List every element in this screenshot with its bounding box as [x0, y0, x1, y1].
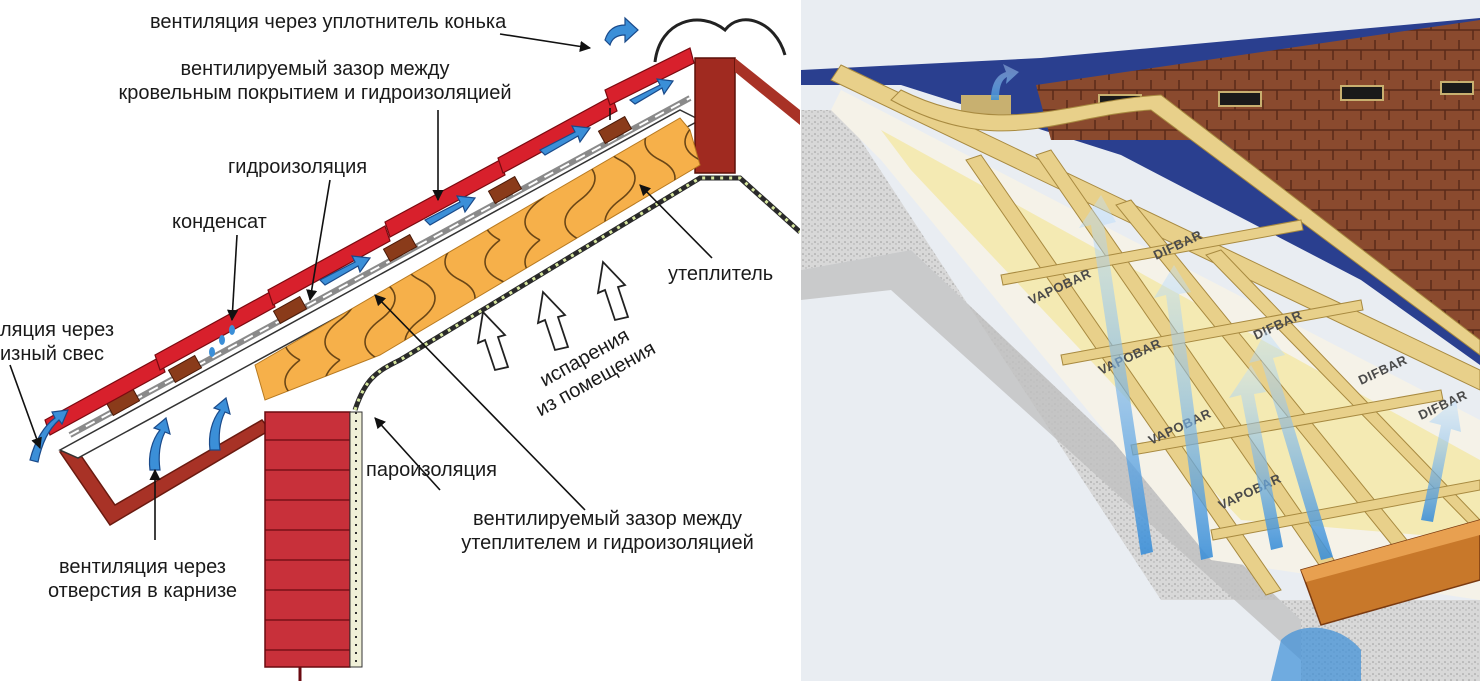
label-cornice-vent: вентиляция через отверстия в карнизе: [20, 555, 265, 603]
condensate-drops: [209, 325, 235, 357]
roof-3d-illustration: DIFBAR DIFBAR DIFBAR DIFBAR VAPOBAR VAPO…: [801, 0, 1480, 681]
brick-wall: [264, 411, 363, 681]
label-waterproofing: гидроизоляция: [228, 156, 368, 178]
label-gap-roof-waterproof-line1: вентилируемый зазор между: [180, 58, 450, 80]
leader-lines: [9, 33, 713, 540]
label-insulation: утеплитель: [668, 263, 774, 285]
airflow-arrows-3d: [991, 64, 1461, 560]
label-ridge-vent: вентиляция через уплотнитель конька: [150, 11, 507, 33]
roof-section-drawing: [9, 16, 800, 681]
foam-board: [801, 110, 1480, 681]
label-cornice-vent-line1: вентиляция через: [59, 556, 226, 578]
label-condensate: конденсат: [172, 211, 267, 233]
label-eave-vent-line2: изный свес: [0, 343, 105, 365]
battens: [105, 115, 633, 417]
airflow-arrows: [29, 16, 675, 471]
label-gap-insulation-waterproof-line2: утеплителем и гидроизоляцией: [461, 532, 754, 554]
label-eave-vent-line1: ляция через: [0, 319, 115, 341]
label-gap-roof-waterproof: вентилируемый зазор между кровельным пок…: [60, 57, 570, 105]
label-vapor-barrier: пароизоляция: [366, 459, 497, 481]
label-gap-roof-waterproof-line2: кровельным покрытием и гидроизоляцией: [118, 82, 512, 104]
label-cornice-vent-line2: отверстия в карнизе: [47, 580, 238, 602]
evaporation-arrows: [476, 260, 630, 372]
ridge-beam: [694, 57, 736, 174]
label-gap-insulation-waterproof-line1: вентилируемый зазор между: [473, 508, 742, 530]
roof-3d-drawing: DIFBAR DIFBAR DIFBAR DIFBAR VAPOBAR VAPO…: [801, 18, 1480, 681]
roof-ventilation-diagram: вентиляция через уплотнитель конька вент…: [0, 11, 800, 681]
label-eave-vent: ляция через изный свес: [0, 318, 114, 366]
ridge-cap: [653, 18, 787, 63]
label-gap-insulation-waterproof: вентилируемый зазор между утеплителем и …: [425, 507, 790, 555]
